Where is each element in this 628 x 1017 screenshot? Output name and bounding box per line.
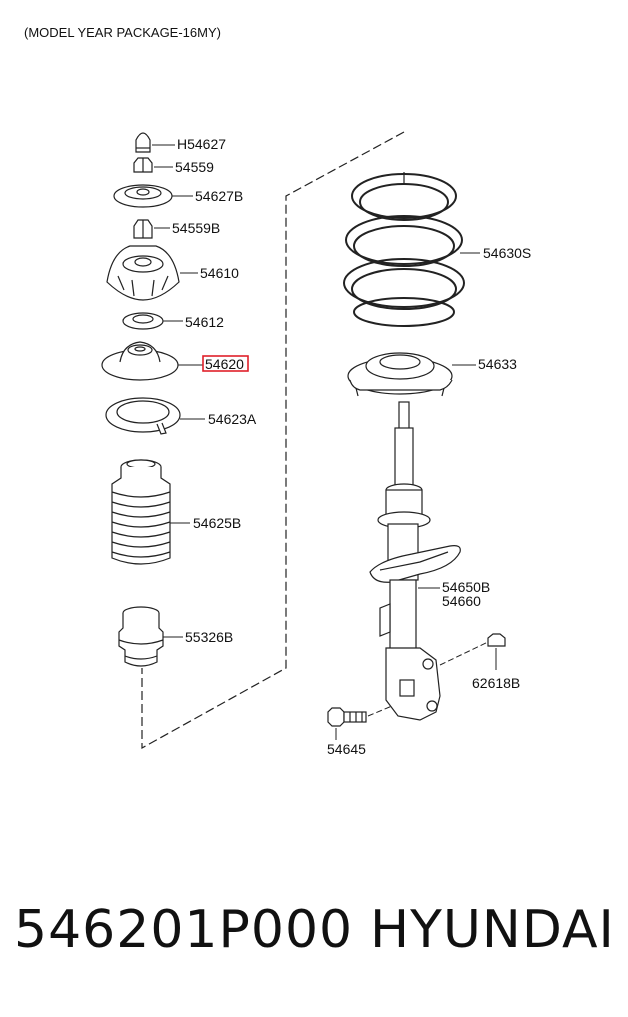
part-nut-54559[interactable] [133,157,153,173]
part-cap-h54627[interactable] [135,132,151,153]
label-54612: 54612 [185,314,224,330]
parts-diagram: (MODEL YEAR PACKAGE-16MY) [24,25,531,757]
label-54630s: 54630S [483,245,531,261]
part-washer-54627b[interactable] [113,184,173,208]
label-54650b: 54650B [442,579,490,595]
part-dust-boot-54625b[interactable] [111,459,171,565]
brand-name: HYUNDAI [370,900,615,960]
label-54620[interactable]: 54620 [205,356,244,372]
part-mount-54610[interactable] [106,245,180,301]
part-bearing-54612[interactable] [122,312,164,330]
label-54625b: 54625B [193,515,241,531]
footer-bar [0,850,628,1017]
part-strut-54650b[interactable] [369,401,461,721]
axis-62618b [439,641,489,666]
highlight-box-54620 [202,355,249,372]
label-54660: 54660 [442,593,481,609]
part-number: 546201P000 [14,900,354,960]
label-54559b: 54559B [172,220,220,236]
label-54610: 54610 [200,265,239,281]
assembly-outline [141,131,405,750]
part-bolt-54645[interactable] [327,707,367,727]
label-54559: 54559 [175,159,214,175]
label-54633: 54633 [478,356,517,372]
part-nut-54559b[interactable] [133,219,153,239]
part-coil-spring-54630s[interactable] [343,172,465,327]
part-seat-54620[interactable] [101,341,179,381]
model-year-header: (MODEL YEAR PACKAGE-16MY) [24,25,221,40]
part-lower-seat-54633[interactable] [347,352,453,397]
label-62618b: 62618B [472,675,520,691]
part-spring-pad-54623a[interactable] [105,397,181,435]
part-bump-stop-55326b[interactable] [118,606,164,667]
label-55326b: 55326B [185,629,233,645]
label-54623a: 54623A [208,411,257,427]
part-nut-62618b[interactable] [487,633,506,647]
label-54645: 54645 [327,741,366,757]
axis-54645 [367,705,393,717]
label-h54627: H54627 [177,136,226,152]
label-54627b: 54627B [195,188,243,204]
